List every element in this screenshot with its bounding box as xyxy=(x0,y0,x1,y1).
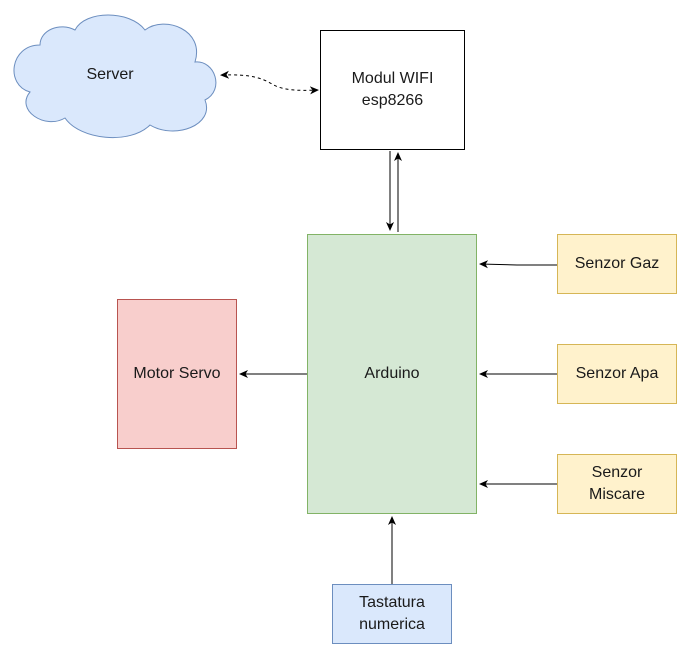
motion-sensor-box: Senzor Miscare xyxy=(557,454,677,514)
server-label: Server xyxy=(86,66,134,83)
water-sensor-label: Senzor Apa xyxy=(575,365,659,382)
arduino-label: Arduino xyxy=(364,365,420,382)
wifi-module-label: Modul WIFI esp8266 xyxy=(351,70,434,109)
motion-sensor-label: Senzor Miscare xyxy=(588,464,645,503)
server-cloud-shape xyxy=(13,14,217,139)
water-sensor-box: Senzor Apa xyxy=(557,344,677,404)
gas-sensor-label: Senzor Gaz xyxy=(574,255,660,272)
gas-sensor-box: Senzor Gaz xyxy=(557,234,677,294)
wifi-module-box: Modul WIFI esp8266 xyxy=(320,30,465,150)
arduino-box: Arduino xyxy=(307,234,477,514)
motor-servo-label: Motor Servo xyxy=(133,365,221,382)
gaz-to-arduino-arrow xyxy=(479,260,557,269)
motor-servo-box: Motor Servo xyxy=(117,299,237,449)
server-wifi-link xyxy=(220,70,319,95)
numeric-keypad-label: Tastatura numerica xyxy=(359,594,425,633)
numeric-keypad-box: Tastatura numerica xyxy=(332,584,452,644)
